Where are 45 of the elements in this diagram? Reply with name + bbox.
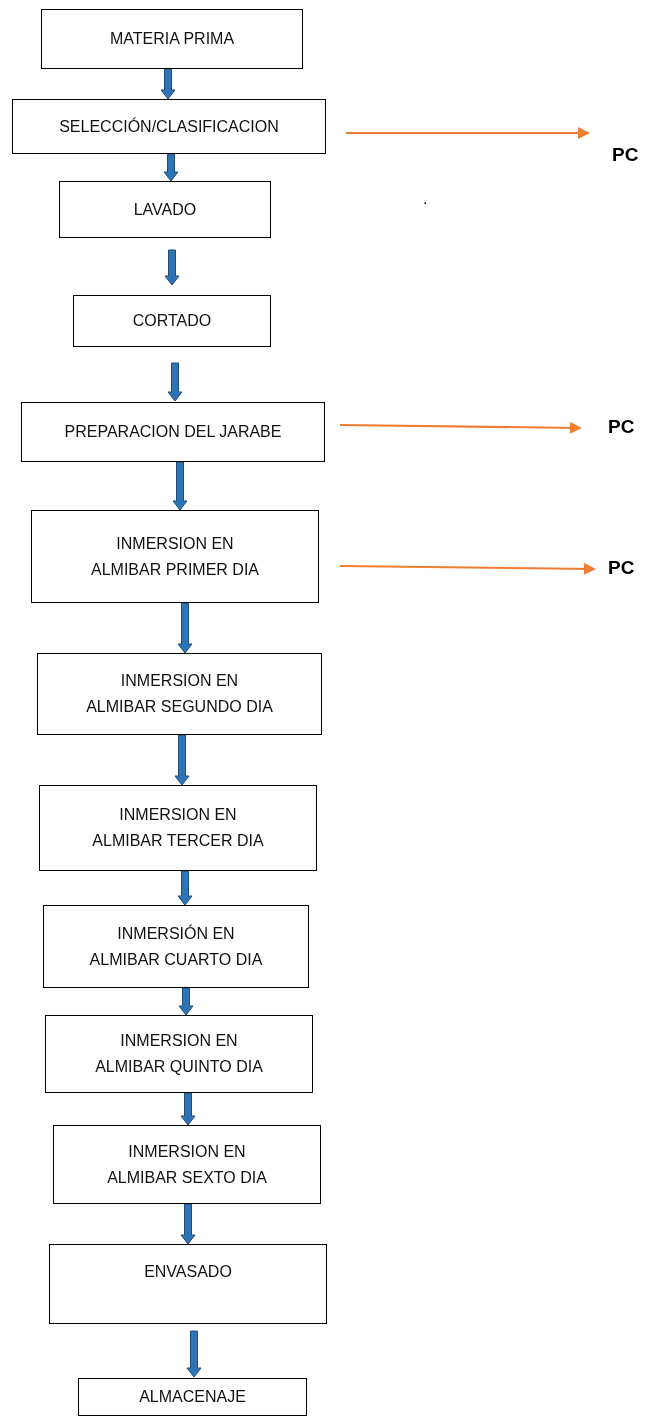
block-arrow xyxy=(180,1092,196,1126)
block-arrow xyxy=(163,153,179,182)
arrow xyxy=(339,421,582,434)
process-box xyxy=(39,785,317,871)
critical-point-label: PC xyxy=(608,557,635,579)
process-box xyxy=(21,402,325,462)
step-label: PREPARACION DEL JARABE xyxy=(64,422,282,443)
process-box xyxy=(53,1125,321,1204)
block-arrow xyxy=(172,461,188,511)
block-arrow xyxy=(177,602,193,654)
step-label: INMERSION EN ALMIBAR SEGUNDO DIA xyxy=(85,671,274,717)
arrow xyxy=(339,562,596,575)
step-label: ENVASADO xyxy=(144,1262,232,1282)
process-box xyxy=(45,1015,313,1093)
step-label: INMERSION EN ALMIBAR QUINTO DIA xyxy=(94,1031,264,1077)
process-box xyxy=(49,1244,327,1324)
step-label: MATERIA PRIMA xyxy=(109,29,235,50)
block-arrow xyxy=(164,249,180,286)
process-box xyxy=(59,181,271,238)
block-arrow xyxy=(186,1330,202,1378)
step-label: INMERSION EN ALMIBAR PRIMER DIA xyxy=(90,533,260,580)
process-box xyxy=(12,99,326,154)
step-label: INMERSIÓN EN ALMIBAR CUARTO DIA xyxy=(88,923,264,970)
process-box xyxy=(37,653,322,735)
arrow xyxy=(345,127,590,139)
process-box xyxy=(41,9,303,69)
critical-point-label: PC xyxy=(608,416,635,438)
step-label: CORTADO xyxy=(132,311,212,332)
block-arrow xyxy=(174,734,190,786)
block-arrow xyxy=(160,68,176,100)
step-label: LAVADO xyxy=(133,199,197,220)
step-label: INMERSION EN ALMIBAR TERCER DIA xyxy=(91,805,265,851)
step-label: ALMACENAJE xyxy=(139,1387,246,1408)
block-arrow xyxy=(167,362,183,402)
stray-dot: . xyxy=(423,190,428,208)
process-box xyxy=(73,295,271,347)
block-arrow xyxy=(180,1203,196,1245)
step-label: SELECCIÓN/CLASIFICACION xyxy=(59,116,279,137)
step-label: INMERSION EN ALMIBAR SEXTO DIA xyxy=(106,1141,268,1188)
critical-point-label: PC xyxy=(612,144,639,166)
block-arrow xyxy=(178,987,194,1016)
process-box xyxy=(43,905,309,988)
block-arrow xyxy=(177,870,193,906)
process-box xyxy=(78,1378,307,1416)
process-box xyxy=(31,510,319,603)
